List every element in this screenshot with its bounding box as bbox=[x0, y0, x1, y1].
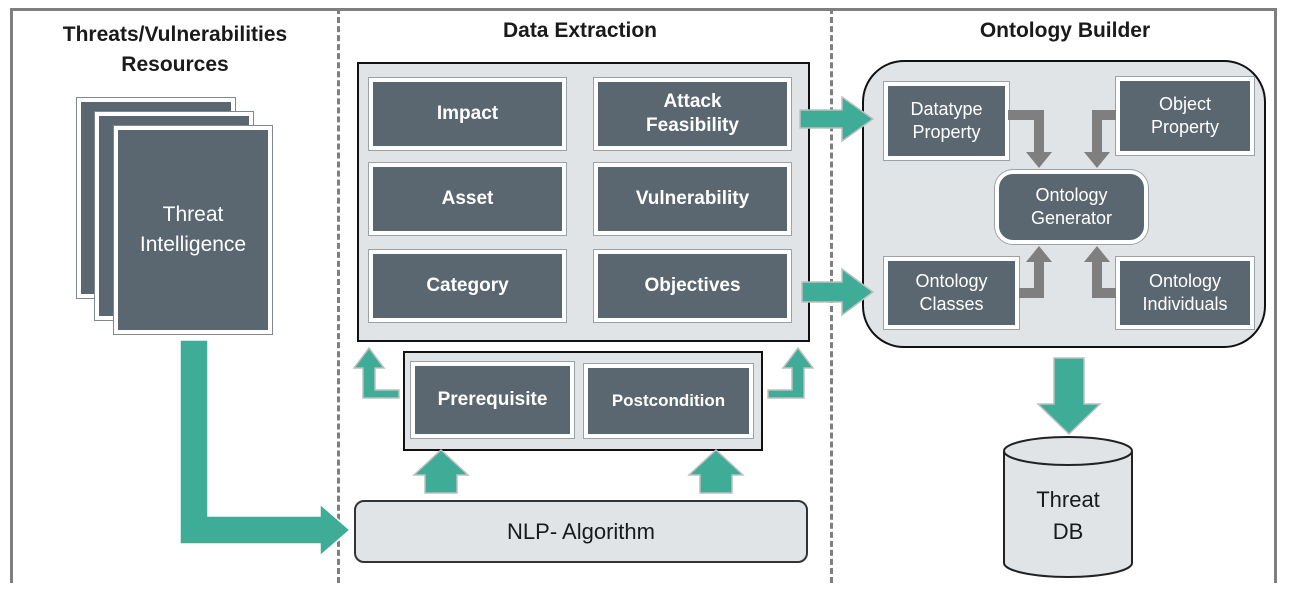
objectives-box: Objectives bbox=[594, 250, 791, 322]
datatype-property-box: Datatype Property bbox=[884, 82, 1009, 160]
section-divider-left bbox=[337, 8, 340, 583]
object-to-generator-connector bbox=[1084, 110, 1116, 168]
diagram-frame bbox=[10, 8, 1277, 583]
nlp-up-arrow-right bbox=[687, 448, 745, 494]
ontology-individuals-box: Ontology Individuals bbox=[1116, 257, 1254, 329]
individuals-to-generator-connector bbox=[1084, 246, 1116, 298]
object-property-box: Object Property bbox=[1116, 77, 1254, 155]
datatype-to-generator-connector bbox=[1008, 110, 1052, 168]
prerequisite-bent-arrow bbox=[352, 346, 400, 399]
resource-to-nlp-arrow bbox=[179, 339, 352, 558]
heading-ontology-builder: Ontology Builder bbox=[979, 19, 1151, 42]
ontology-classes-box: Ontology Classes bbox=[884, 257, 1019, 329]
heading-resources: Threats/Vulnerabilities Resources bbox=[62, 23, 288, 76]
ontology-to-db-arrow bbox=[1036, 357, 1102, 436]
prerequisite-box: Prerequisite bbox=[411, 362, 574, 438]
threat-intelligence-label: Threat Intelligence bbox=[139, 203, 247, 256]
attack-feasibility-box: Attack Feasibility bbox=[594, 78, 791, 150]
attack-feasibility-to-datatype-arrow bbox=[799, 95, 875, 143]
objectives-to-classes-arrow bbox=[801, 267, 875, 317]
impact-box: Impact bbox=[369, 78, 566, 150]
threat-db-cylinder bbox=[1003, 436, 1133, 578]
category-box: Category bbox=[369, 250, 566, 322]
heading-data-extraction: Data Extraction bbox=[502, 19, 658, 42]
postcondition-box: Postcondition bbox=[584, 364, 753, 438]
document-page-front bbox=[114, 126, 272, 334]
postcondition-bent-arrow bbox=[767, 346, 815, 399]
classes-to-generator-connector bbox=[1019, 246, 1052, 298]
ontology-generator-box: Ontology Generator bbox=[995, 170, 1148, 244]
threat-db-label: Threat DB bbox=[1036, 487, 1100, 544]
nlp-algorithm-box: NLP- Algorithm bbox=[354, 500, 808, 563]
nlp-up-arrow-left bbox=[412, 448, 470, 494]
vulnerability-box: Vulnerability bbox=[594, 163, 791, 235]
asset-box: Asset bbox=[369, 163, 566, 235]
